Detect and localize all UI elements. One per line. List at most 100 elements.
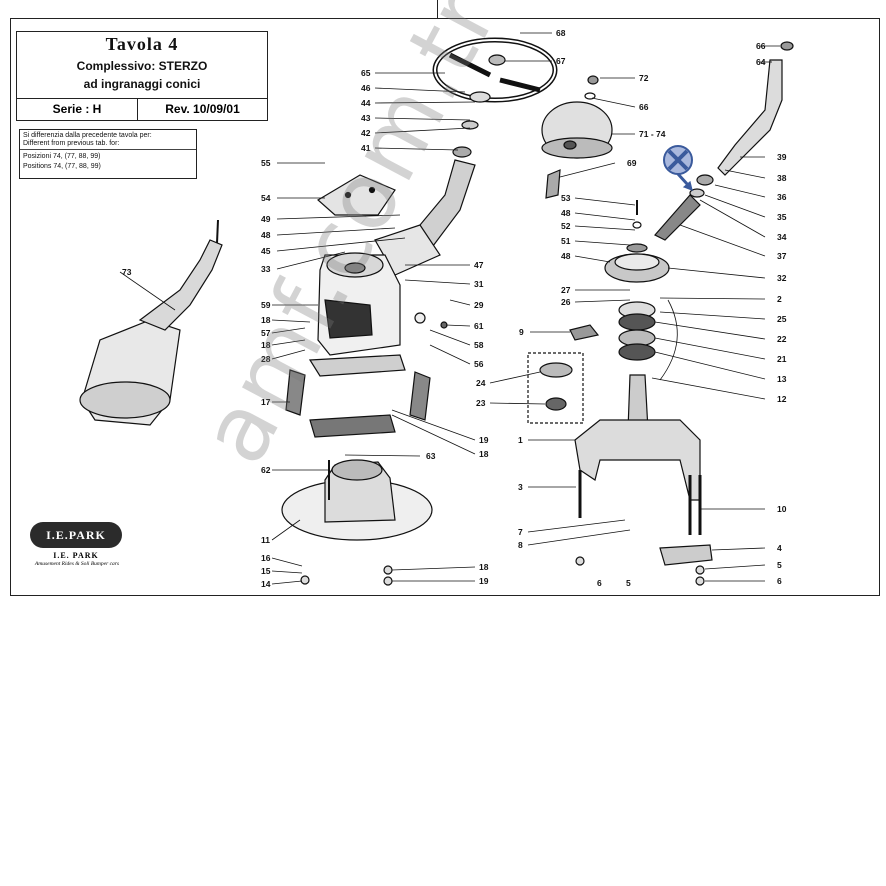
- label-42: 42: [361, 128, 371, 138]
- label-48: 48: [261, 230, 271, 240]
- part-brake-pad: [309, 414, 396, 438]
- label-64: 64: [756, 57, 766, 67]
- label-3: 3: [518, 482, 523, 492]
- label-15: 15: [261, 566, 271, 576]
- label-57: 57: [261, 328, 271, 338]
- table-title: Tavola 4: [105, 34, 179, 54]
- label-66-b: 66: [756, 41, 766, 51]
- label-59: 59: [261, 300, 271, 310]
- label-68: 68: [556, 28, 566, 38]
- logo-tagline: Amusement Rides & Soli Bumper cars: [34, 561, 120, 567]
- label-41: 41: [361, 143, 371, 153]
- steering-wheel-cap: [488, 54, 506, 66]
- label-25: 25: [777, 314, 787, 324]
- label-18-c: 18: [479, 449, 489, 459]
- note-line-4: Positions 74, (77, 88, 99): [23, 163, 101, 170]
- label-54: 54: [261, 193, 271, 203]
- label-46: 46: [361, 83, 371, 93]
- part-37-pinion: [654, 194, 701, 241]
- label-34: 34: [777, 232, 787, 242]
- part-69-pin: [545, 169, 561, 199]
- label-65: 65: [361, 68, 371, 78]
- part-labels: 68 67 65 46 44 43 42 41 55 54 49 48 45 3…: [122, 28, 787, 589]
- label-49: 49: [261, 214, 271, 224]
- label-10: 10: [777, 504, 787, 514]
- insert-frame: [527, 352, 584, 424]
- top-border-line: [437, 0, 438, 18]
- assembly-title: Complessivo: STERZO: [76, 59, 208, 73]
- label-33: 33: [261, 264, 271, 274]
- label-13: 13: [777, 374, 787, 384]
- label-58: 58: [474, 340, 484, 350]
- label-18-a: 18: [261, 315, 271, 325]
- part-4-bracket: [659, 544, 713, 566]
- label-51: 51: [561, 236, 571, 246]
- label-39: 39: [777, 152, 787, 162]
- label-26: 26: [561, 297, 571, 307]
- part-1-yoke: [574, 419, 701, 501]
- note-line-2: Different from previous tab. for:: [23, 140, 120, 147]
- label-23: 23: [476, 398, 486, 408]
- label-18-b: 18: [261, 340, 271, 350]
- label-67: 67: [556, 56, 566, 66]
- label-47: 47: [474, 260, 484, 270]
- label-32: 32: [777, 273, 787, 283]
- label-9: 9: [519, 327, 524, 337]
- label-36: 36: [777, 192, 787, 202]
- label-44: 44: [361, 98, 371, 108]
- steering-wheel-spoke-2: [499, 77, 541, 93]
- part-73-shaft: [216, 219, 219, 244]
- label-27: 27: [561, 285, 571, 295]
- label-38: 38: [777, 173, 787, 183]
- part-9: [569, 324, 600, 341]
- drawing-parts: [79, 37, 794, 586]
- label-56: 56: [474, 359, 484, 369]
- steering-wheel-spoke-1: [448, 52, 492, 78]
- label-6-a: 6: [597, 578, 602, 588]
- label-61: 61: [474, 321, 484, 331]
- label-5-a: 5: [626, 578, 631, 588]
- label-12: 12: [777, 394, 787, 404]
- label-24: 24: [476, 378, 486, 388]
- label-71-74: 71 - 74: [639, 129, 666, 139]
- label-1: 1: [518, 435, 523, 445]
- label-28: 28: [261, 354, 271, 364]
- logo-name: I.E. PARK: [53, 551, 99, 560]
- label-2: 2: [777, 294, 782, 304]
- part-73-base: [79, 381, 171, 419]
- label-52: 52: [561, 221, 571, 231]
- label-62: 62: [261, 465, 271, 475]
- label-16: 16: [261, 553, 271, 563]
- part-17-right-shoe: [409, 371, 431, 421]
- label-43: 43: [361, 113, 371, 123]
- label-31: 31: [474, 279, 484, 289]
- revision-note: Si differenzia dalla precedente tavola p…: [19, 129, 197, 179]
- label-8: 8: [518, 540, 523, 550]
- ie-park-logo: I.E.PARK I.E. PARK Amusement Rides & Sol…: [30, 522, 124, 568]
- part-73-column: [138, 239, 223, 331]
- label-7: 7: [518, 527, 523, 537]
- label-17: 17: [261, 397, 271, 407]
- label-11: 11: [261, 535, 270, 545]
- label-69: 69: [627, 158, 637, 168]
- label-45: 45: [261, 246, 271, 256]
- logo-badge: I.E.PARK: [30, 522, 122, 548]
- note-line-1: Si differenzia dalla precedente tavola p…: [23, 132, 152, 139]
- label-63: 63: [426, 451, 436, 461]
- note-divider: [20, 149, 196, 150]
- label-21: 21: [777, 354, 787, 364]
- note-line-3: Posizioni 74, (77, 88, 99): [23, 153, 101, 160]
- label-6-b: 6: [777, 576, 782, 586]
- label-53: 53: [561, 193, 571, 203]
- label-4: 4: [777, 543, 782, 553]
- label-66-a: 66: [639, 102, 649, 112]
- part-39-pinion-column: [717, 59, 783, 176]
- label-5-b: 5: [777, 560, 782, 570]
- leader-lines: [119, 32, 780, 585]
- title-block: Tavola 4 Complessivo: STERZO ad ingranag…: [16, 31, 268, 121]
- label-18-d: 18: [479, 562, 489, 572]
- assembly-description: ad ingranaggi conici: [83, 77, 201, 91]
- label-22: 22: [777, 334, 787, 344]
- title-column-divider: [137, 98, 138, 120]
